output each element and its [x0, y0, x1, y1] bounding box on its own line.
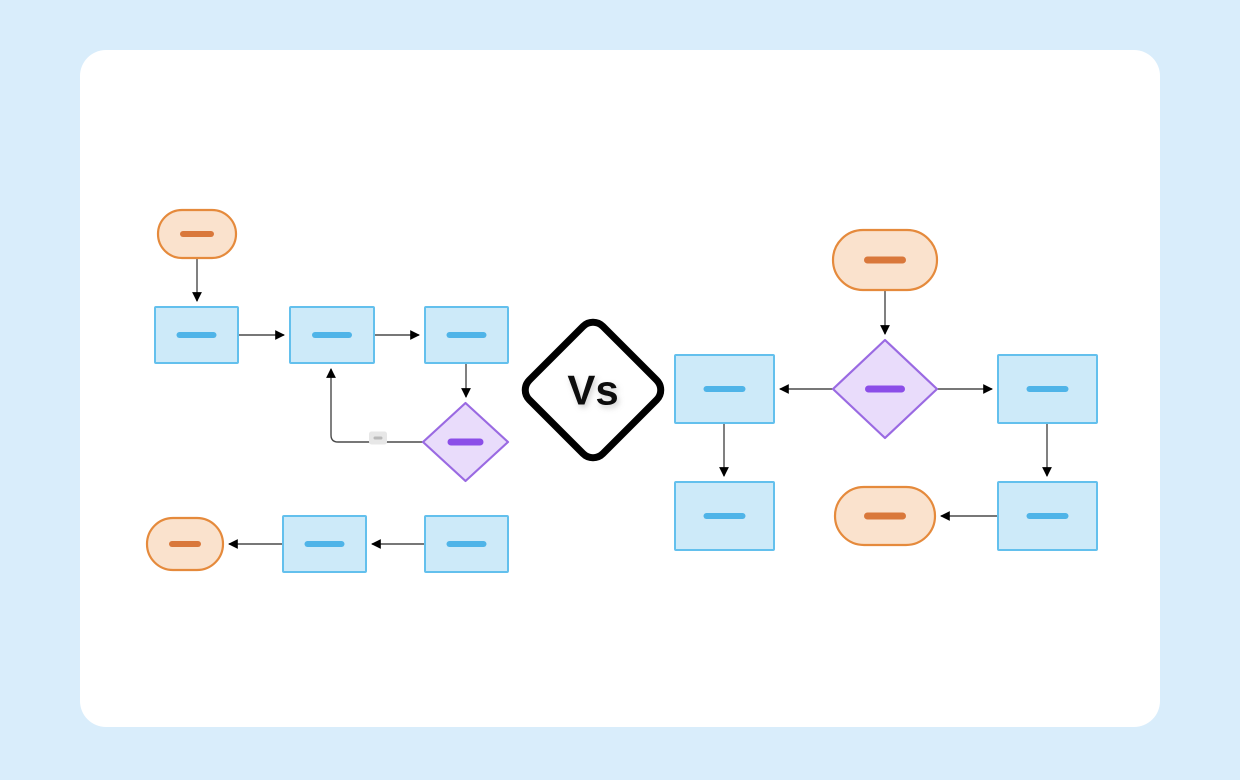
vs-badge-label: Vs	[567, 367, 618, 414]
right-R1-shape	[833, 230, 937, 290]
left-L3-shape	[290, 307, 374, 363]
right-R2-shape	[833, 340, 937, 438]
left-edge-LE5[interactable]	[326, 368, 423, 445]
left-LE5-label	[369, 431, 387, 445]
left-LE5-line	[326, 368, 423, 443]
left-L7-shape	[283, 516, 366, 572]
right-R5-shape	[675, 482, 774, 550]
left-diagram-edges	[192, 258, 471, 549]
right-R7-shape	[835, 487, 935, 545]
right-diagram-edges	[719, 290, 1052, 521]
right-node-terminal-R7[interactable]	[835, 487, 935, 545]
left-node-process-L7[interactable]	[283, 516, 366, 572]
left-node-decision-L5[interactable]	[423, 403, 508, 481]
left-LE5-label-redacted-text	[373, 436, 383, 440]
left-node-process-L2[interactable]	[155, 307, 238, 363]
left-node-terminal-L6[interactable]	[147, 518, 223, 570]
right-node-process-R6[interactable]	[998, 482, 1097, 550]
vs-badge: Vs	[521, 318, 665, 462]
right-R3-shape	[675, 355, 774, 423]
right-node-terminal-R1[interactable]	[833, 230, 937, 290]
right-R4-shape	[998, 355, 1097, 423]
left-L2-shape	[155, 307, 238, 363]
right-node-process-R5[interactable]	[675, 482, 774, 550]
left-L6-shape	[147, 518, 223, 570]
vs-badge-diamond	[521, 318, 665, 462]
left-node-process-L3[interactable]	[290, 307, 374, 363]
left-L1-shape	[158, 210, 236, 258]
right-node-decision-R2[interactable]	[833, 340, 937, 438]
right-node-process-R3[interactable]	[675, 355, 774, 423]
left-L8-shape	[425, 516, 508, 572]
left-node-process-L8[interactable]	[425, 516, 508, 572]
left-L4-shape	[425, 307, 508, 363]
right-node-process-R4[interactable]	[998, 355, 1097, 423]
left-node-process-L4[interactable]	[425, 307, 508, 363]
left-node-terminal-L1[interactable]	[158, 210, 236, 258]
left-diagram-nodes	[147, 210, 508, 572]
right-R6-shape	[998, 482, 1097, 550]
right-diagram-nodes	[675, 230, 1097, 550]
left-L5-shape	[423, 403, 508, 481]
